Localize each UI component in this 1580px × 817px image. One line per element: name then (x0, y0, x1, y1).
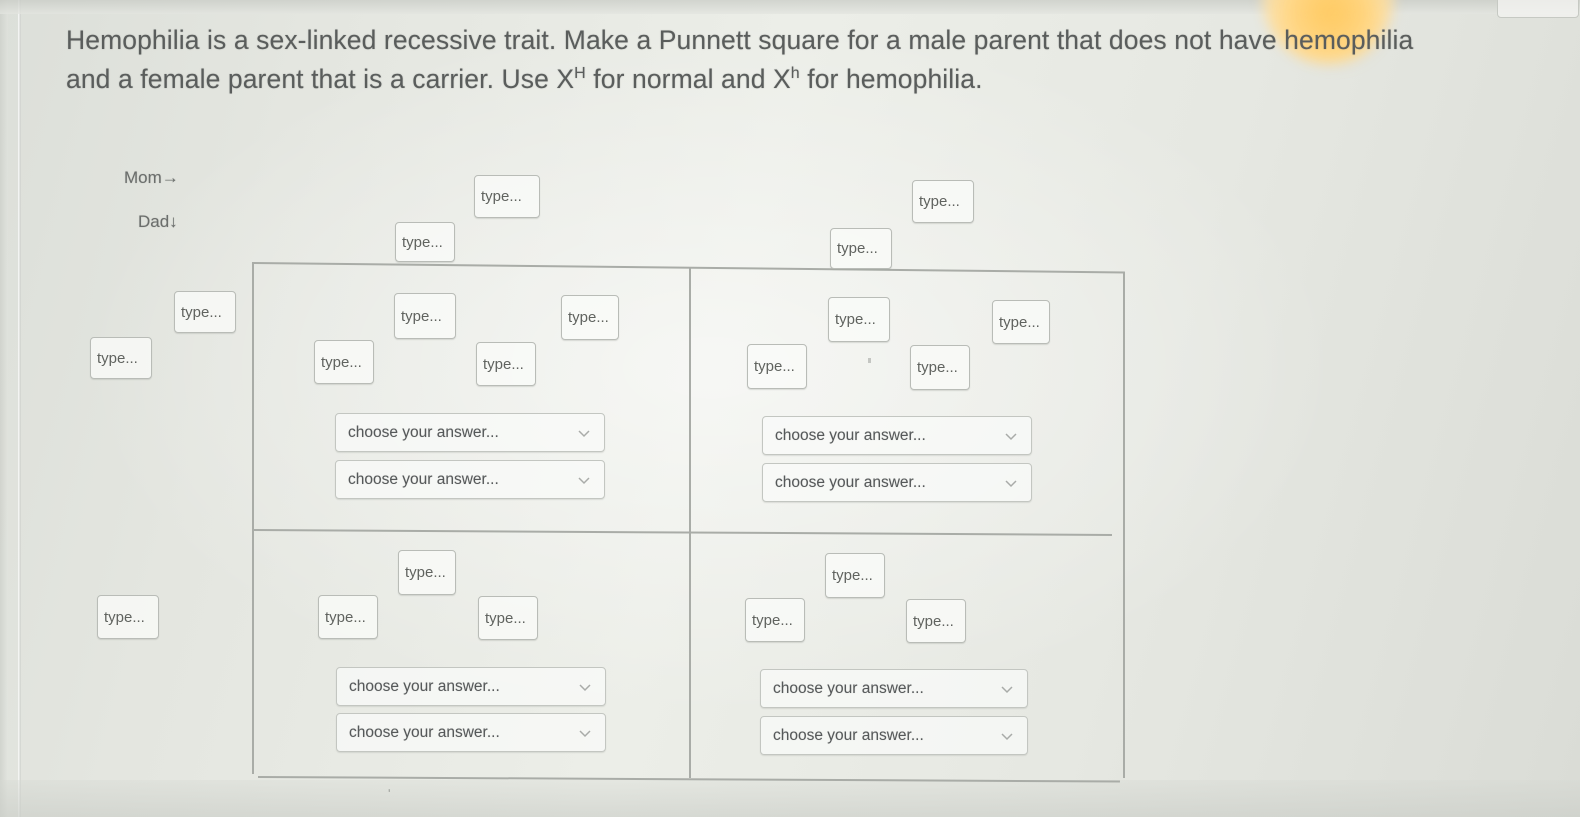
cell-bottom-right-select-1[interactable]: choose your answer... (760, 669, 1028, 708)
grid-line-horizontal-divider (253, 529, 1112, 536)
cell-top-left-input-2[interactable] (561, 295, 619, 340)
cell-top-right-select-1[interactable]: choose your answer... (762, 416, 1032, 455)
cell-bottom-left-select-1-value: choose your answer... (349, 677, 500, 695)
mom-axis-label: Mom→ (124, 168, 179, 187)
grid-line-top (251, 262, 1125, 274)
cell-top-left-select-2[interactable]: choose your answer... (335, 460, 605, 499)
cell-bottom-right-select-2[interactable]: choose your answer... (760, 716, 1028, 755)
page-left-edge (18, 0, 21, 817)
cell-top-right-input-1[interactable] (828, 297, 890, 342)
mom-allele-input-col2-lower[interactable] (830, 228, 892, 269)
allele-superscript-hemophilia: h (790, 65, 800, 82)
stray-speck (868, 358, 871, 363)
page-bottom-haze (0, 780, 1580, 817)
cell-top-left-select-1-value: choose your answer... (348, 423, 499, 441)
cell-top-left-select-1[interactable]: choose your answer... (335, 413, 605, 452)
cell-top-left-input-1[interactable] (394, 293, 456, 339)
question-prompt: Hemophilia is a sex-linked recessive tra… (66, 24, 1536, 96)
screen-top-strip (0, 0, 1580, 14)
dad-allele-input-row1-lower[interactable] (90, 337, 152, 379)
chevron-down-icon (579, 729, 591, 737)
dad-axis-label: Dad↓ (138, 212, 178, 231)
cell-bottom-right-input-3[interactable] (906, 599, 966, 643)
cell-top-right-select-2[interactable]: choose your answer... (762, 463, 1032, 502)
dad-allele-input-row1-upper[interactable] (174, 291, 236, 333)
question-line-2-part-a: and a female parent that is a carrier. U… (66, 63, 575, 94)
grid-line-bottom (257, 776, 1120, 783)
dad-allele-input-row2[interactable] (97, 595, 159, 639)
cell-top-right-input-3[interactable] (747, 344, 807, 389)
question-line-1: Hemophilia is a sex-linked recessive tra… (66, 25, 1414, 55)
grid-line-vertical-divider (689, 268, 691, 778)
cell-top-right-select-1-value: choose your answer... (775, 426, 926, 444)
chevron-down-icon (578, 476, 590, 484)
cell-top-right-input-2[interactable] (992, 300, 1050, 344)
mom-allele-input-col2-upper[interactable] (912, 180, 974, 223)
cell-bottom-right-input-2[interactable] (745, 598, 805, 642)
chevron-down-icon (1005, 479, 1017, 487)
cell-top-left-select-2-value: choose your answer... (348, 470, 499, 488)
mom-allele-input-col1-lower[interactable] (395, 222, 455, 262)
cell-top-right-select-2-value: choose your answer... (775, 473, 926, 491)
page-left-edge-shadow (0, 0, 8, 817)
cell-bottom-left-input-3[interactable] (478, 596, 538, 640)
cell-bottom-left-input-2[interactable] (318, 595, 378, 639)
allele-superscript-normal: H (574, 65, 586, 82)
mom-allele-input-col1-upper[interactable] (474, 175, 540, 218)
cell-bottom-left-select-1[interactable]: choose your answer... (336, 667, 606, 706)
cell-bottom-right-select-1-value: choose your answer... (773, 679, 924, 697)
cell-top-left-input-4[interactable] (476, 342, 536, 386)
chevron-down-icon (1001, 732, 1013, 740)
cell-bottom-left-select-2[interactable]: choose your answer... (336, 713, 606, 752)
cell-bottom-left-select-2-value: choose your answer... (349, 723, 500, 741)
grid-line-right (1123, 272, 1125, 778)
cell-bottom-right-select-2-value: choose your answer... (773, 726, 924, 744)
grid-line-left (252, 264, 254, 774)
question-line-2-part-c: for hemophilia. (799, 63, 983, 94)
chevron-down-icon (1001, 685, 1013, 693)
cell-bottom-left-input-1[interactable] (398, 550, 456, 595)
chevron-down-icon (1005, 432, 1017, 440)
stray-pencil-mark: ʹ (388, 786, 391, 801)
chevron-down-icon (579, 683, 591, 691)
cell-top-right-input-4[interactable] (910, 345, 970, 390)
cell-top-left-input-3[interactable] (314, 340, 374, 384)
question-line-2-part-b: for normal and X (585, 63, 791, 94)
top-right-panel (1497, 0, 1579, 18)
cell-bottom-right-input-1[interactable] (825, 553, 885, 598)
chevron-down-icon (578, 429, 590, 437)
